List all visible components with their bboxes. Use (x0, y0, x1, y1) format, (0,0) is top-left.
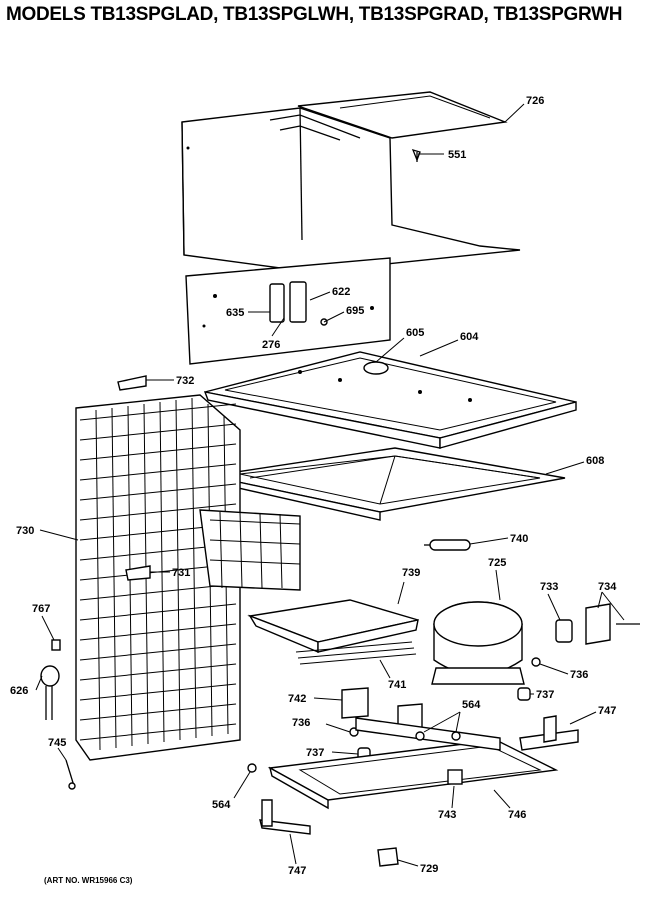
label-564-a: 564 (462, 699, 481, 711)
diagram-title: MODELS TB13SPGLAD, TB13SPGLWH, TB13SPGRA… (6, 4, 623, 25)
leader-lines (35, 103, 625, 867)
label-729: 729 (420, 863, 438, 875)
label-725: 725 (488, 557, 506, 569)
part-729 (377, 847, 399, 867)
label-731: 731 (172, 567, 190, 579)
label-767: 767 (32, 603, 50, 615)
evaporator-shelf (203, 351, 577, 449)
label-741: 741 (388, 679, 406, 691)
grommet-737a (517, 687, 531, 701)
grommet-736a (531, 657, 541, 667)
label-742: 742 (288, 693, 306, 705)
label-726: 726 (526, 95, 544, 107)
capacitor (424, 539, 471, 551)
clip-767 (51, 639, 61, 651)
label-608: 608 (586, 455, 604, 467)
part-labels: 726 551 622 635 695 276 605 604 732 608 … (10, 95, 617, 877)
label-626: 626 (10, 685, 28, 697)
bracket-742 (341, 687, 501, 751)
bracket-731 (125, 565, 151, 581)
label-605: 605 (406, 327, 424, 339)
label-732: 732 (176, 375, 194, 387)
label-730: 730 (16, 525, 34, 537)
cabinet-liner (181, 107, 521, 273)
label-743: 743 (438, 809, 456, 821)
drip-pan (208, 447, 566, 521)
divider-panel (185, 257, 391, 365)
label-734: 734 (598, 581, 617, 593)
label-746: 746 (508, 809, 526, 821)
bracket-732 (117, 375, 147, 391)
label-736-b: 736 (292, 717, 310, 729)
relay (555, 603, 640, 645)
bracket-747b (259, 799, 311, 835)
label-737-b: 737 (306, 747, 324, 759)
label-747-a: 747 (598, 705, 616, 717)
art-number-footer: (ART NO. WR15966 C3) (44, 876, 133, 885)
base-pan (267, 739, 559, 810)
label-635: 635 (226, 307, 244, 319)
label-564-b: 564 (212, 799, 231, 811)
label-733: 733 (540, 581, 558, 593)
compressor (431, 601, 525, 685)
label-739: 739 (402, 567, 420, 579)
label-276: 276 (262, 339, 280, 351)
part-745 (65, 759, 76, 790)
label-695: 695 (346, 305, 364, 317)
tubes (295, 641, 417, 665)
label-740: 740 (510, 533, 528, 545)
label-737-a: 737 (536, 689, 554, 701)
label-551: 551 (448, 149, 466, 161)
screw-564b (247, 763, 257, 773)
tray (247, 599, 419, 654)
part-743 (447, 769, 463, 785)
label-747-b: 747 (288, 865, 306, 877)
bracket-747a (519, 715, 579, 751)
label-736-a: 736 (570, 669, 588, 681)
label-622: 622 (332, 286, 350, 298)
screw-551 (411, 149, 421, 162)
label-745: 745 (48, 737, 66, 749)
cord-626 (40, 665, 60, 720)
label-604: 604 (460, 331, 479, 343)
